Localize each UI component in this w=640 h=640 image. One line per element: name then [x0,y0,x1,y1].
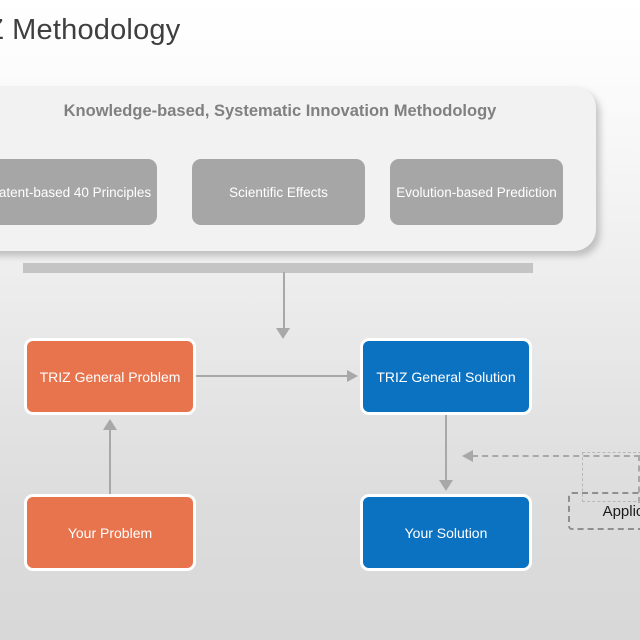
connector-general-solution-to-your-solution-line [445,415,447,482]
box-triz-general-problem[interactable]: TRIZ General Problem [24,338,196,415]
connector-panel-to-flow-arrowhead [276,328,290,339]
pill-label: Evolution-based Prediction [396,184,557,200]
application-outline-backdrop [582,452,640,502]
box-your-solution[interactable]: Your Solution [360,494,532,571]
connector-general-solution-to-your-solution-arrowhead [439,480,453,491]
pill-label: Scientific Effects [229,184,328,200]
connector-your-problem-to-general-problem-arrowhead [103,419,117,430]
connector-general-problem-to-solution-line [196,375,348,377]
pill-scientific-effects[interactable]: Scientific Effects [192,159,365,225]
pill-label: Patent-based 40 Principles [0,184,152,200]
box-application[interactable]: Applic [568,492,640,530]
connector-your-problem-to-general-problem-line [109,430,111,494]
box-label: TRIZ General Problem [39,368,181,385]
box-triz-general-solution[interactable]: TRIZ General Solution [360,338,532,415]
connector-application-feedback-line [472,455,640,457]
box-label: Applic [602,502,640,520]
box-label: Your Solution [404,524,488,541]
box-label: Your Problem [67,524,153,541]
connector-application-feedback-arrowhead [462,450,473,462]
pill-evolution-based-prediction[interactable]: Evolution-based Prediction [390,159,563,225]
panel-heading: Knowledge-based, Systematic Innovation M… [63,102,497,120]
box-label: TRIZ General Solution [376,368,516,385]
page-title: Z Methodology [0,14,181,46]
connector-panel-to-flow-line [283,272,285,330]
methodology-panel: Knowledge-based, Systematic Innovation M… [0,86,596,251]
pill-patent-based-40-principles[interactable]: Patent-based 40 Principles [0,159,157,225]
connector-general-problem-to-solution-arrowhead [347,370,358,382]
grey-connector-bar [23,263,533,273]
connector-application-feedback-vertical [638,455,640,503]
box-your-problem[interactable]: Your Problem [24,494,196,571]
